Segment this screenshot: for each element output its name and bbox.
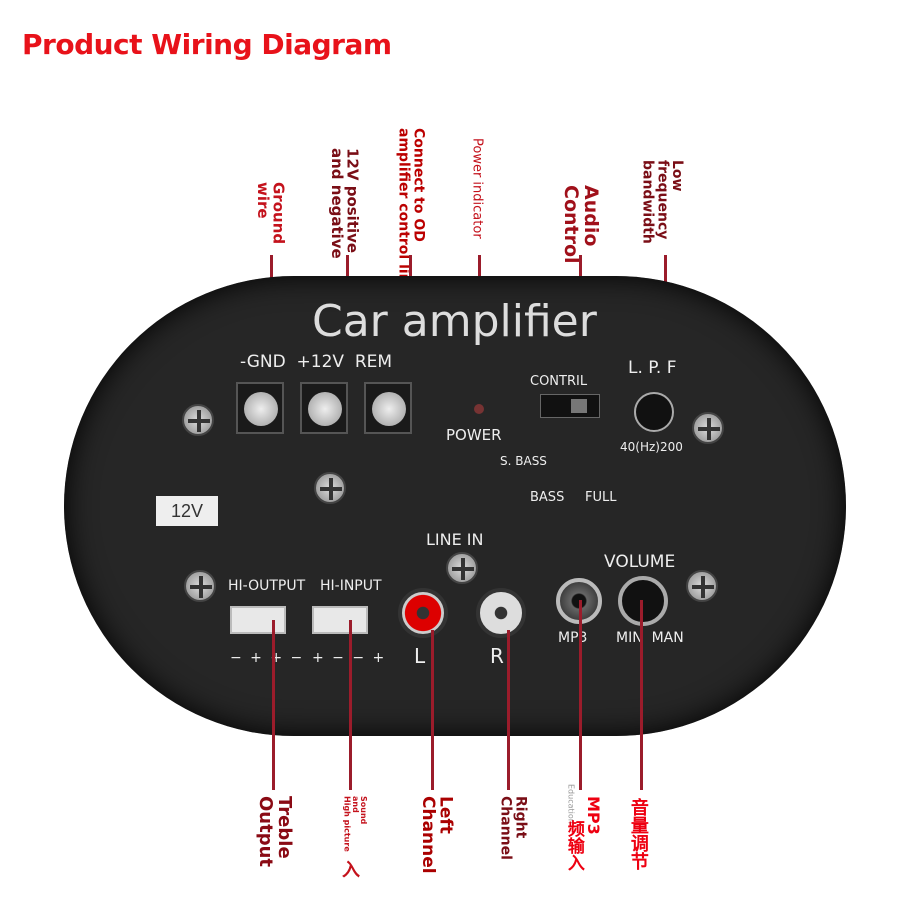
label-hi-input-char: 入	[342, 860, 360, 881]
leader-line	[349, 620, 352, 790]
bass-label: BASS	[530, 490, 565, 505]
terminal-gnd	[236, 382, 284, 434]
hi-input-pins: + − − +	[312, 650, 385, 666]
lpf-range: 40(Hz)200	[620, 440, 683, 454]
full-label: FULL	[585, 490, 617, 505]
leader-line	[431, 630, 434, 790]
hi-input-connector[interactable]	[312, 606, 368, 634]
terminal-12v	[300, 382, 348, 434]
screw-icon	[182, 404, 214, 436]
screw-icon	[184, 570, 216, 602]
sbass-label: S. BASS	[500, 454, 547, 468]
terminal-rem	[364, 382, 412, 434]
line-in-label: LINE IN	[426, 530, 484, 549]
watermark: Education	[566, 784, 576, 824]
board-title: Car amplifier	[312, 296, 597, 347]
leader-line	[579, 600, 582, 790]
hi-output-label: HI-OUTPUT	[228, 578, 306, 594]
screw-icon	[314, 472, 346, 504]
terminal-labels: -GND +12V REM	[240, 352, 393, 372]
screw-icon	[692, 412, 724, 444]
l-label: L	[414, 644, 426, 668]
power-label: POWER	[446, 426, 502, 444]
screw-icon	[446, 552, 478, 584]
hi-output-pins: − + + −	[230, 650, 303, 666]
label-mp3: MP3	[583, 796, 603, 835]
hi-output-connector[interactable]	[230, 606, 286, 634]
power-led	[474, 404, 484, 414]
rca-left-jack[interactable]	[398, 588, 448, 638]
page-title: Product Wiring Diagram	[22, 28, 392, 61]
lpf-label: L. P. F	[628, 358, 677, 378]
mp3-label: MP3	[558, 630, 588, 646]
leader-line	[640, 600, 643, 790]
screw-icon	[686, 570, 718, 602]
rca-right-jack[interactable]	[476, 588, 526, 638]
lpf-knob[interactable]	[634, 392, 674, 432]
r-label: R	[490, 644, 504, 668]
label-mp3-cn: 频输入	[563, 820, 584, 871]
volume-knob[interactable]	[618, 576, 668, 626]
contril-label: CONTRIL	[530, 374, 588, 389]
min-max-label: MIN MAN	[616, 630, 684, 646]
volume-label: VOLUME	[604, 552, 676, 572]
hi-input-label: HI-INPUT	[320, 578, 382, 594]
label-power-indicator: Power indicator	[469, 138, 485, 239]
leader-line	[507, 630, 510, 790]
leader-line	[272, 620, 275, 790]
audio-mode-switch[interactable]	[540, 394, 600, 418]
voltage-badge: 12V	[156, 496, 218, 526]
label-volume-cn: 音量调节	[627, 798, 649, 870]
